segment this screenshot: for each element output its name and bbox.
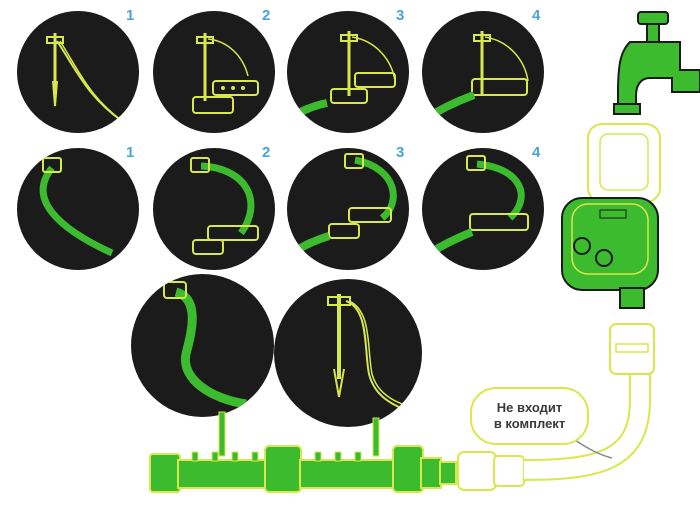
step-number-3b: 3: [396, 144, 405, 161]
callout-line-1: Не входит: [496, 400, 563, 415]
hose-detail-circle: [131, 274, 274, 417]
step-number-2: 2: [262, 7, 271, 24]
step-number-1b: 1: [126, 144, 135, 161]
step-4-dripper-circle: [422, 11, 544, 133]
adapter-connector: [457, 451, 525, 491]
faucet-illustration: [613, 11, 700, 115]
step-number-1: 1: [126, 7, 135, 24]
step-1-dripper-circle: [17, 11, 139, 133]
callout-line-2: в комплект: [493, 416, 566, 431]
step-number-2b: 2: [262, 144, 271, 161]
not-included-callout: Не входит в комплект: [470, 387, 589, 445]
step-number-3: 3: [396, 7, 405, 24]
dripper-detail-circle: [274, 279, 422, 427]
step-2-hose-circle: [153, 148, 275, 270]
manifold-tube: [149, 445, 457, 493]
step-number-4b: 4: [532, 144, 541, 161]
step-2-dripper-circle: [153, 11, 275, 133]
step-1-hose-circle: [17, 148, 139, 270]
step-4-hose-circle: [422, 148, 544, 270]
water-timer-illustration: [561, 123, 661, 309]
step-3-dripper-circle: [287, 11, 409, 133]
step-number-4: 4: [532, 7, 541, 24]
step-3-hose-circle: [287, 148, 409, 270]
